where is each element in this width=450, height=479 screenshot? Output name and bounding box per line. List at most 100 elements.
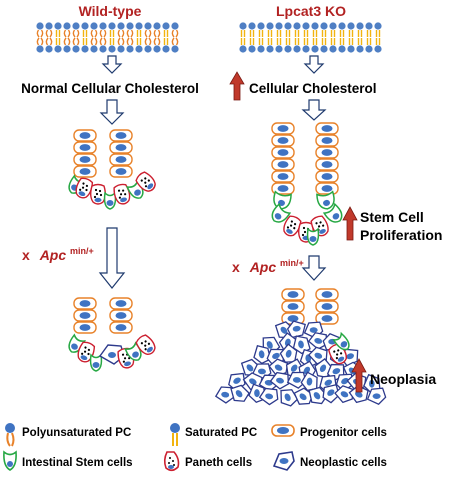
proliferation-label: Proliferation — [360, 227, 442, 243]
lipid-head — [126, 22, 134, 30]
lipid-head — [171, 45, 179, 53]
lipid-head — [81, 22, 89, 30]
lipid-head — [248, 45, 256, 53]
lipid-head — [135, 22, 143, 30]
lipid-head — [338, 22, 346, 30]
neoplasia-label: Neoplasia — [370, 371, 436, 387]
lipid-head — [311, 45, 319, 53]
neoplastic-cell — [286, 320, 306, 339]
lipid-head — [356, 45, 364, 53]
arrow-down-icon — [101, 55, 123, 74]
stem-cell-label: Stem Cell — [360, 209, 424, 225]
stem-cell — [322, 202, 343, 223]
lipid-head — [144, 22, 152, 30]
lipid-head — [266, 22, 274, 30]
lipid-head — [320, 45, 328, 53]
lipid-head — [72, 22, 80, 30]
lipid-head — [45, 22, 53, 30]
lipid-head — [302, 22, 310, 30]
lipid-head — [36, 45, 44, 53]
lipid-head — [302, 45, 310, 53]
lipid-head — [284, 22, 292, 30]
legend-label: Saturated PC — [185, 427, 257, 439]
lipid-head — [117, 45, 125, 53]
lipid-head — [54, 45, 62, 53]
paneth-cell — [135, 334, 156, 356]
lipid-head — [374, 22, 382, 30]
neoplastic-cell — [214, 386, 235, 404]
neoplastic-cell — [253, 345, 272, 365]
crypt-lpcat3-ko — [271, 122, 343, 246]
lipid-head — [293, 45, 301, 53]
arrow-down-icon — [303, 55, 325, 74]
lipid-head — [63, 22, 71, 30]
paneth-cell — [113, 183, 131, 205]
lipid-head — [329, 45, 337, 53]
stem-cell — [124, 341, 142, 361]
crypt-wild-type-apc — [68, 297, 156, 372]
lipid-head — [108, 45, 116, 53]
lipid-head — [284, 45, 292, 53]
legend-label: Intestinal Stem cells — [22, 457, 133, 469]
lipid-head — [126, 45, 134, 53]
lipid-head — [162, 22, 170, 30]
paneth-cell — [75, 177, 94, 199]
lipid-head — [144, 45, 152, 53]
arrow-down-icon — [301, 255, 327, 281]
neoplastic-cell — [348, 385, 369, 404]
neoplastic-cell — [258, 387, 279, 406]
up-arrow-icon — [351, 358, 367, 393]
lipid-head — [275, 45, 283, 53]
legend-label: Paneth cells — [185, 457, 252, 469]
lipid-head — [81, 45, 89, 53]
neoplastic-cell — [269, 371, 290, 390]
lipid-head — [347, 45, 355, 53]
neoplastic-cell — [334, 385, 354, 404]
lipid-head — [311, 22, 319, 30]
stem-cell — [332, 331, 350, 351]
lipid-head — [293, 22, 301, 30]
lipid-head — [36, 22, 44, 30]
arrow-down-icon — [301, 99, 327, 121]
neoplastic-cell — [366, 387, 387, 405]
up-arrow-icon — [229, 71, 245, 101]
legend-label: Progenitor cells — [300, 427, 387, 439]
apc-cross-left: x Apc min/+ — [22, 246, 94, 263]
lpcat3-ko-title: Lpcat3 KO — [276, 3, 346, 19]
lipid-head — [45, 45, 53, 53]
lipid-head — [99, 45, 107, 53]
lipid-head — [90, 22, 98, 30]
paneth-cell — [90, 183, 106, 205]
stem-cell — [271, 202, 292, 223]
stem-cell — [306, 227, 320, 246]
paneth-cell — [135, 171, 156, 192]
lipid-head — [239, 45, 247, 53]
arrow-down-icon — [99, 99, 125, 125]
crypt-wild-type — [68, 129, 156, 210]
lipid-head — [239, 22, 247, 30]
lipid-head — [63, 45, 71, 53]
lipid-head — [257, 22, 265, 30]
legend-label: Neoplastic cells — [300, 457, 387, 469]
lipid-head — [248, 22, 256, 30]
lipid-head — [347, 22, 355, 30]
lipid-head — [374, 45, 382, 53]
lipid-head — [153, 45, 161, 53]
lipid-head — [365, 45, 373, 53]
lipid-head — [99, 22, 107, 30]
up-arrow-icon — [342, 206, 358, 241]
lipid-head — [266, 45, 274, 53]
lipid-head — [153, 22, 161, 30]
progenitor-cell-icon — [271, 424, 295, 437]
neoplastic-cell — [308, 386, 328, 405]
lipid-head — [365, 22, 373, 30]
lipid-head — [162, 45, 170, 53]
neoplastic-cell — [300, 371, 318, 392]
apc-cross-right: x Apc min/+ — [232, 258, 304, 275]
neoplastic-cell-icon — [272, 451, 295, 471]
lipid-head — [275, 22, 283, 30]
lipid-head — [90, 45, 98, 53]
lipid-head — [108, 22, 116, 30]
paneth-cell — [283, 215, 302, 237]
